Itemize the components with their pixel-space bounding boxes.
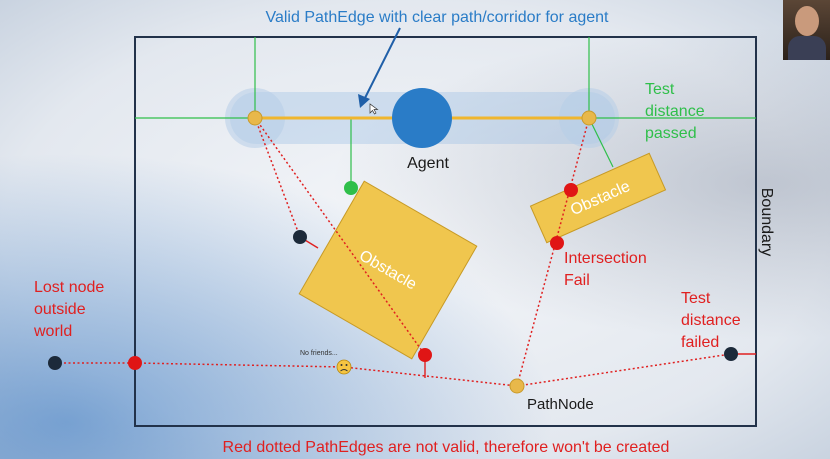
intersection-node-obstacle-top: [564, 183, 578, 197]
presenter-head: [795, 6, 819, 36]
world-boundary: [134, 36, 757, 427]
title-pointer-arrow: [364, 27, 401, 99]
invalid-path-edges: [55, 117, 732, 387]
diagram-title: Valid PathEdge with clear path/corridor …: [265, 9, 609, 26]
intersection-node-boundary: [128, 356, 142, 370]
presenter-webcam: [783, 0, 830, 60]
obstacle-right: [529, 152, 667, 244]
svg-text:world: world: [33, 323, 72, 340]
intersection-node-obstacle-bottom: [550, 236, 564, 250]
lost-node-label: Lost node outside world: [33, 279, 104, 340]
dark-node-right: [724, 347, 738, 361]
svg-text:Fail: Fail: [564, 272, 590, 289]
intersection-node-obstacle-left: [418, 348, 432, 362]
agent-circle: [392, 88, 452, 148]
svg-text:outside: outside: [34, 301, 86, 318]
obstacle-left: [298, 180, 478, 360]
path-node-bottom: [509, 378, 525, 394]
intersection-fail-label: Intersection Fail: [564, 250, 647, 289]
dark-node-left: [293, 230, 307, 244]
title-pointer-arrowhead: [358, 94, 370, 108]
boundary-label: Boundary: [758, 188, 775, 257]
cursor-icon: [369, 103, 379, 115]
svg-text:Intersection: Intersection: [564, 250, 647, 267]
test-distance-passed-label: Test distance passed: [645, 81, 705, 142]
sad-face-icon: [336, 359, 352, 375]
svg-text:Lost node: Lost node: [34, 279, 104, 296]
svg-text:failed: failed: [681, 334, 719, 351]
no-friends-label: No friends...: [300, 350, 338, 357]
presenter-body: [788, 36, 826, 60]
path-node-corridor-right: [581, 110, 597, 126]
lost-node-outside: [48, 356, 62, 370]
svg-text:distance: distance: [645, 103, 705, 120]
path-node-label: PathNode: [527, 396, 594, 413]
svg-text:passed: passed: [645, 125, 697, 142]
svg-text:Test: Test: [681, 290, 711, 307]
svg-text:Test: Test: [645, 81, 675, 98]
test-point-green: [344, 181, 358, 195]
bottom-caption: Red dotted PathEdges are not valid, ther…: [223, 439, 670, 456]
path-node-corridor-left: [247, 110, 263, 126]
agent-label: Agent: [407, 155, 449, 172]
test-distance-failed-label: Test distance failed: [681, 290, 741, 351]
svg-text:distance: distance: [681, 312, 741, 329]
